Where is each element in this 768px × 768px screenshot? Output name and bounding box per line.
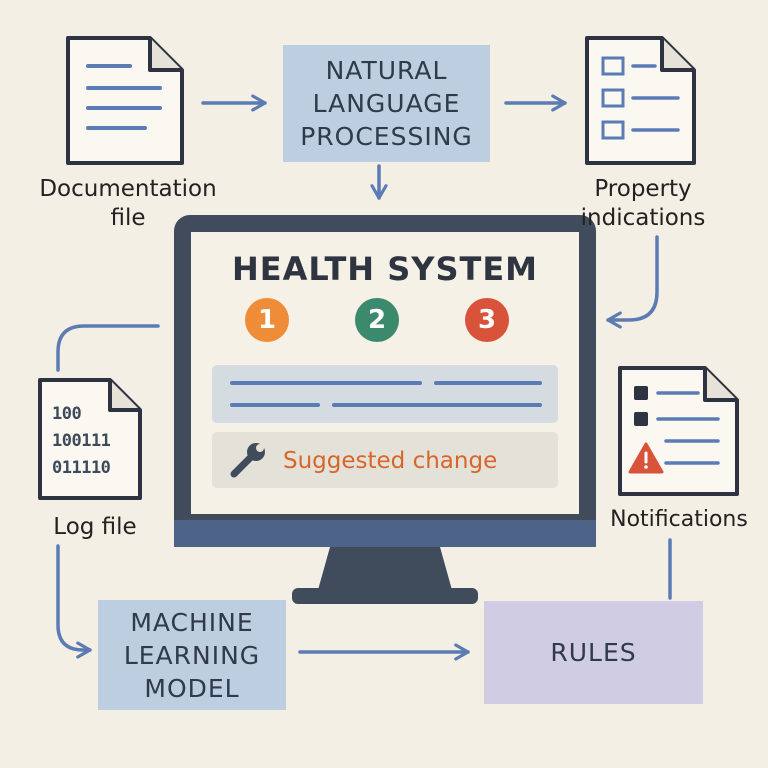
arrow-log-to-ml [56,544,92,659]
ml-model-box: MACHINE LEARNING MODEL [98,600,286,710]
wrench-icon [230,443,265,478]
nlp-label: NATURAL LANGUAGE PROCESSING [300,56,473,151]
ml-model-label: MACHINE LEARNING MODEL [123,607,261,703]
log-file-icon [38,378,142,500]
log-binary-line: 011110 [52,458,111,478]
connector-log-to-monitor [56,324,160,372]
property-indications-label: Property indications [580,176,706,231]
step-2-badge: 2 [355,298,399,342]
nlp-box: NATURAL LANGUAGE PROCESSING [283,45,490,162]
suggested-change-label: Suggested change [283,448,498,474]
arrow-property-to-monitor [606,235,659,329]
document-icon [66,36,184,165]
log-binary-line: 100111 [52,431,111,451]
suggested-change-panel [212,432,558,488]
log-binary-line: 100 [52,404,82,424]
rules-box: RULES [484,601,703,704]
notifications-document-icon [618,366,739,496]
log-file-label: Log file [53,514,137,540]
step-1-badge: 1 [245,298,289,342]
text-panel [212,365,558,423]
rules-label: RULES [550,638,637,667]
notifications-label: Notifications [610,507,748,532]
health-system-title: HEALTH SYSTEM [231,250,539,288]
form-document-icon [585,36,696,165]
warning-icon [628,442,664,474]
documentation-file-label: Documentation file [39,176,217,231]
step-3-badge: 3 [465,298,509,342]
